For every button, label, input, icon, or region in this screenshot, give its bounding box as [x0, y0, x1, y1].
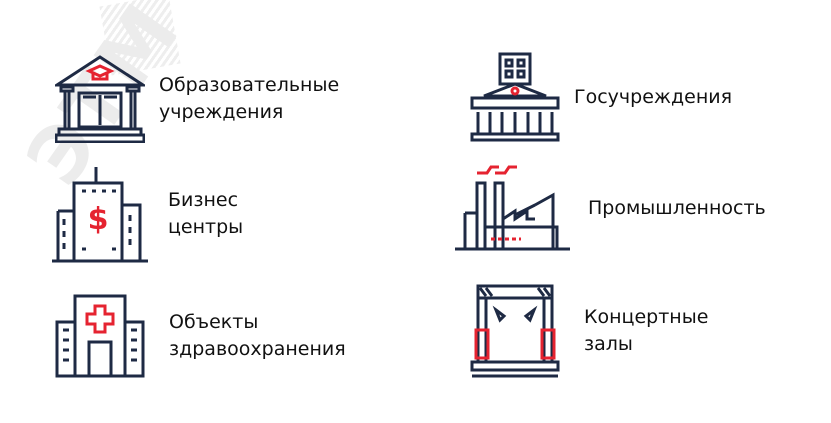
label-line1: Бизнес: [168, 189, 239, 211]
hospital-icon: [55, 294, 145, 378]
category-industry: Промышленность: [455, 163, 766, 253]
label-line1: Концертные: [584, 306, 709, 328]
label-line2: залы: [584, 333, 633, 355]
government-building-icon: [470, 52, 560, 142]
label-line2: учреждения: [159, 101, 284, 123]
factory-icon: [455, 165, 570, 251]
university-icon: [55, 55, 145, 143]
category-concert: Концертные залы: [470, 284, 708, 378]
category-healthcare: Объекты здравоохранения: [55, 294, 346, 378]
label-line2: центры: [168, 216, 244, 238]
concert-stage-icon: [470, 284, 560, 378]
label-line1: Объекты: [169, 311, 259, 333]
category-business: $ Бизнес центры: [52, 165, 243, 263]
category-government: Госучреждения: [470, 52, 732, 142]
category-education: Образовательные учреждения: [55, 55, 339, 143]
label-line1: Образовательные: [159, 74, 340, 96]
label-line1: Госучреждения: [574, 85, 733, 108]
business-center-icon: $: [52, 167, 148, 263]
svg-text:$: $: [88, 202, 109, 237]
label-line1: Промышленность: [588, 196, 766, 219]
label-line2: здравоохранения: [169, 338, 346, 360]
